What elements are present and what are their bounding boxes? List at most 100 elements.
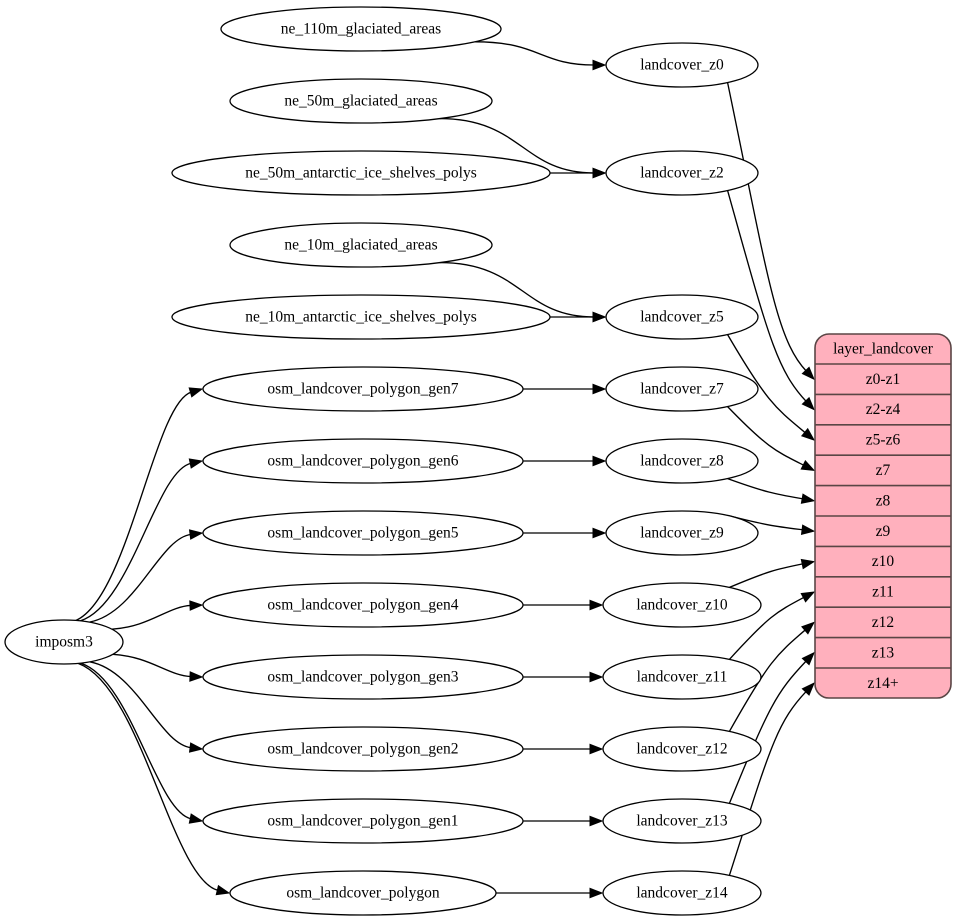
edge-imposm3-to-osm_landcover_polygon_gen7: [75, 391, 192, 622]
node-imposm3-shape: [4, 619, 124, 665]
node-ne_10m_antarctic_ice_shelves_polys-shape: [171, 294, 551, 340]
node-landcover_z2[interactable]: landcover_z2: [605, 150, 759, 196]
edge-imposm3-to-osm_landcover_polygon_gen2: [89, 661, 192, 749]
layer-landcover-row[interactable]: z7: [876, 462, 891, 479]
node-osm_landcover_polygon_gen1-shape: [202, 798, 524, 844]
node-ne_10m_antarctic_ice_shelves_polys-label: ne_10m_antarctic_ice_shelves_polys: [245, 309, 477, 326]
node-landcover_z10-label: landcover_z10: [636, 597, 727, 614]
layer-landcover-row-label: z2-z4: [866, 401, 901, 418]
edge-arrowhead: [800, 591, 816, 603]
layer-landcover-row[interactable]: z11: [872, 584, 894, 601]
layer-landcover-row[interactable]: z2-z4: [866, 401, 901, 418]
node-osm_landcover_polygon_gen2-shape: [202, 726, 524, 772]
edge-arrowhead: [800, 558, 816, 570]
node-ne_110m_glaciated_areas[interactable]: ne_110m_glaciated_areas: [220, 6, 502, 52]
node-osm_landcover_polygon_gen5[interactable]: osm_landcover_polygon_gen5: [202, 510, 524, 556]
layer-landcover-row[interactable]: z10: [872, 553, 895, 570]
layer-landcover-row-label: z5-z6: [866, 432, 901, 449]
layer-landcover-row-label: z11: [872, 584, 894, 601]
edge-imposm3-to-osm_landcover_polygon_gen4: [111, 604, 192, 630]
node-ne_50m_glaciated_areas-shape: [229, 78, 493, 124]
edge-imposm3-to-osm_landcover_polygon_gen1: [80, 662, 192, 820]
layer-landcover-row-label: z9: [876, 523, 891, 540]
node-landcover_z7[interactable]: landcover_z7: [605, 366, 759, 412]
node-landcover_z8[interactable]: landcover_z8: [605, 438, 759, 484]
node-landcover_z9-shape: [605, 510, 759, 556]
node-landcover_z9[interactable]: landcover_z9: [605, 510, 759, 556]
node-ne_50m_glaciated_areas[interactable]: ne_50m_glaciated_areas: [229, 78, 493, 124]
node-landcover_z12[interactable]: landcover_z12: [602, 726, 762, 772]
layer-landcover-table-title: layer_landcover: [833, 341, 934, 358]
layer-landcover-row[interactable]: z8: [876, 492, 891, 509]
edge-landcover_z10-to-layer-row-6: [729, 563, 804, 589]
layer-landcover-row[interactable]: z0-z1: [866, 371, 900, 388]
edge-arrowhead: [801, 682, 815, 696]
layer-landcover-row[interactable]: z5-z6: [866, 432, 901, 449]
node-ne_110m_glaciated_areas-shape: [220, 6, 502, 52]
edge-landcover_z11-to-layer-row-7: [728, 596, 805, 660]
node-landcover_z8-shape: [605, 438, 759, 484]
node-osm_landcover_polygon_gen2[interactable]: osm_landcover_polygon_gen2: [202, 726, 524, 772]
layer-landcover-row[interactable]: z13: [872, 644, 895, 661]
node-osm_landcover_polygon_gen5-label: osm_landcover_polygon_gen5: [267, 525, 458, 542]
node-osm_landcover_polygon_gen1[interactable]: osm_landcover_polygon_gen1: [202, 798, 524, 844]
layer-landcover-row-label: z14+: [867, 675, 898, 692]
node-osm_landcover_polygon_gen4-shape: [202, 582, 524, 628]
node-landcover_z13-shape: [602, 798, 762, 844]
node-landcover_z5-label: landcover_z5: [640, 309, 724, 326]
node-ne_10m_antarctic_ice_shelves_polys[interactable]: ne_10m_antarctic_ice_shelves_polys: [171, 294, 551, 340]
node-osm_landcover_polygon_gen4[interactable]: osm_landcover_polygon_gen4: [202, 582, 524, 628]
node-landcover_z14[interactable]: landcover_z14: [602, 870, 762, 916]
edge-arrowhead: [801, 366, 815, 381]
layer-landcover-table[interactable]: layer_landcover z0-z1 z2-z4 z5-z6 z7 z8 z9 z10 z…: [814, 333, 952, 699]
layer-table-group: layer_landcover z0-z1 z2-z4 z5-z6 z7 z8 z9 z10 z…: [814, 333, 952, 699]
node-landcover_z5[interactable]: landcover_z5: [605, 294, 759, 340]
node-landcover_z0[interactable]: landcover_z0: [605, 42, 759, 88]
node-osm_landcover_polygon_gen2-label: osm_landcover_polygon_gen2: [267, 741, 458, 758]
node-ne_50m_antarctic_ice_shelves_polys[interactable]: ne_50m_antarctic_ice_shelves_polys: [171, 150, 551, 196]
node-landcover_z10[interactable]: landcover_z10: [602, 582, 762, 628]
node-landcover_z2-shape: [605, 150, 759, 196]
node-osm_landcover_polygon_gen7[interactable]: osm_landcover_polygon_gen7: [202, 366, 524, 412]
node-osm_landcover_polygon_gen1-label: osm_landcover_polygon_gen1: [267, 813, 458, 830]
layer-landcover-row-label: z13: [872, 644, 895, 661]
node-landcover_z12-shape: [602, 726, 762, 772]
node-osm_landcover_polygon-shape: [229, 870, 497, 916]
layer-landcover-row[interactable]: z14+: [867, 675, 898, 692]
layer-landcover-row-label: z0-z1: [866, 371, 900, 388]
edge-arrowhead: [589, 743, 604, 755]
node-ne_10m_glaciated_areas[interactable]: ne_10m_glaciated_areas: [229, 222, 493, 268]
node-landcover_z11[interactable]: landcover_z11: [602, 654, 762, 700]
layer-landcover-row[interactable]: z9: [876, 523, 891, 540]
node-osm_landcover_polygon_gen6[interactable]: osm_landcover_polygon_gen6: [202, 438, 524, 484]
node-landcover_z0-label: landcover_z0: [640, 57, 724, 74]
layer-landcover-row[interactable]: z12: [872, 614, 894, 631]
node-osm_landcover_polygon-label: osm_landcover_polygon: [286, 885, 440, 902]
edge-ne_10m_glaciated_areas-to-landcover_z5: [439, 261, 595, 318]
node-landcover_z9-label: landcover_z9: [640, 525, 724, 542]
edge-landcover_z7-to-layer-row-3: [727, 406, 805, 467]
node-landcover_z13[interactable]: landcover_z13: [602, 798, 762, 844]
node-imposm3-label: imposm3: [35, 634, 93, 651]
node-imposm3[interactable]: imposm3: [4, 619, 124, 665]
node-ne_10m_glaciated_areas-shape: [229, 222, 493, 268]
edge-arrowhead: [592, 311, 607, 323]
node-ne_50m_antarctic_ice_shelves_polys-label: ne_50m_antarctic_ice_shelves_polys: [245, 165, 477, 182]
edge-ne_110m_glaciated_areas-to-landcover_z0: [474, 41, 595, 66]
node-landcover_z11-shape: [602, 654, 762, 700]
edge-arrowhead: [188, 387, 204, 398]
node-osm_landcover_polygon_gen5-shape: [202, 510, 524, 556]
node-landcover_z7-label: landcover_z7: [640, 381, 724, 398]
node-osm_landcover_polygon[interactable]: osm_landcover_polygon: [229, 870, 497, 916]
node-landcover_z12-label: landcover_z12: [636, 741, 727, 758]
node-landcover_z0-shape: [605, 42, 759, 88]
edge-imposm3-to-osm_landcover_polygon: [77, 662, 219, 892]
edge-imposm3-to-osm_landcover_polygon_gen5: [89, 533, 192, 623]
edge-arrowhead: [800, 524, 816, 535]
node-osm_landcover_polygon_gen3[interactable]: osm_landcover_polygon_gen3: [202, 654, 524, 700]
edge-arrowhead: [188, 813, 204, 824]
edge-arrowhead: [592, 455, 607, 467]
node-landcover_z14-shape: [602, 870, 762, 916]
edge-arrowhead: [589, 671, 604, 683]
node-osm_landcover_polygon_gen6-shape: [202, 438, 524, 484]
